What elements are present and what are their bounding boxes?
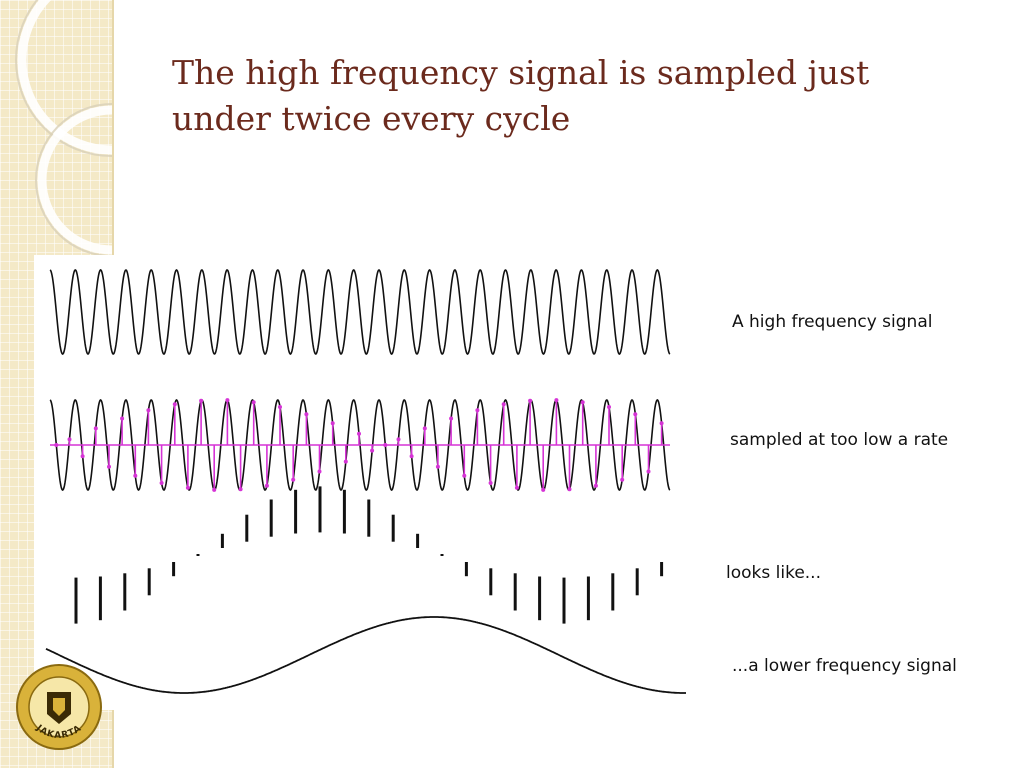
sample-dot-36	[528, 398, 533, 403]
sample-dot-31	[462, 473, 467, 478]
sample-dot-10	[185, 485, 190, 490]
sample-dot-17	[278, 405, 282, 409]
sample-dot-28	[422, 426, 427, 431]
sample-dot-22	[343, 459, 348, 464]
university-seal-logo: JAKARTA	[16, 664, 102, 750]
high-frequency-wave	[49, 269, 671, 355]
low-frequency-wave-line	[45, 616, 686, 694]
sample-dot-3	[93, 426, 98, 431]
sample-dot-29	[435, 464, 440, 469]
sample-markers	[54, 398, 664, 492]
caption-high-frequency-signal: A high frequency signal	[732, 312, 933, 332]
sample-dot-23	[357, 431, 361, 436]
sample-dot-34	[501, 402, 506, 407]
sample-dot-43	[620, 477, 625, 482]
sample-dot-0	[54, 443, 59, 447]
sample-dot-8	[159, 481, 164, 485]
sample-dot-32	[475, 408, 480, 413]
caption-lower-frequency-signal: ...a lower frequency signal	[732, 656, 957, 676]
sample-dot-11	[199, 398, 204, 403]
low-frequency-wave	[45, 616, 686, 694]
high-frequency-wave-line	[49, 269, 671, 355]
sample-dot-9	[172, 402, 177, 407]
sample-dot-33	[488, 481, 493, 485]
sample-dot-38	[554, 398, 559, 403]
sample-dot-2	[80, 454, 85, 459]
sample-dot-24	[370, 448, 375, 453]
sample-dot-46	[659, 421, 664, 426]
sample-dot-6	[133, 473, 138, 478]
sample-dot-25	[383, 443, 388, 447]
sample-dot-7	[146, 408, 151, 413]
sample-dot-18	[291, 477, 296, 482]
sample-dot-14	[238, 487, 243, 492]
sample-dot-39	[567, 487, 572, 492]
sidebar-arc-ornament	[15, 0, 112, 257]
sample-dot-13	[225, 398, 230, 403]
sample-dot-40	[580, 400, 585, 405]
sample-dot-4	[107, 464, 111, 469]
sample-dot-21	[330, 421, 335, 426]
sample-dot-12	[212, 487, 217, 492]
slide-title: The high frequency signal is sampled jus…	[172, 53, 870, 138]
sample-dot-20	[317, 469, 322, 474]
sample-bars	[74, 486, 664, 624]
sample-dot-19	[304, 412, 309, 417]
sample-dot-42	[607, 405, 611, 409]
sample-dot-30	[449, 416, 454, 421]
sample-dot-26	[396, 437, 401, 442]
sample-dot-15	[251, 400, 256, 405]
sample-dot-35	[514, 485, 519, 490]
sample-dot-27	[409, 454, 414, 459]
aliasing-figure	[34, 255, 687, 710]
sample-dot-5	[120, 416, 125, 421]
caption-looks-like: looks like...	[726, 563, 821, 583]
sample-dot-37	[541, 487, 546, 492]
sample-dot-41	[593, 483, 598, 488]
sample-dot-44	[633, 412, 638, 417]
sample-dot-1	[67, 437, 72, 442]
aliasing-figure-canvas	[45, 269, 686, 694]
sample-dot-16	[264, 483, 269, 488]
caption-sampled-rate: sampled at too low a rate	[730, 430, 949, 450]
sample-dot-45	[646, 469, 651, 474]
